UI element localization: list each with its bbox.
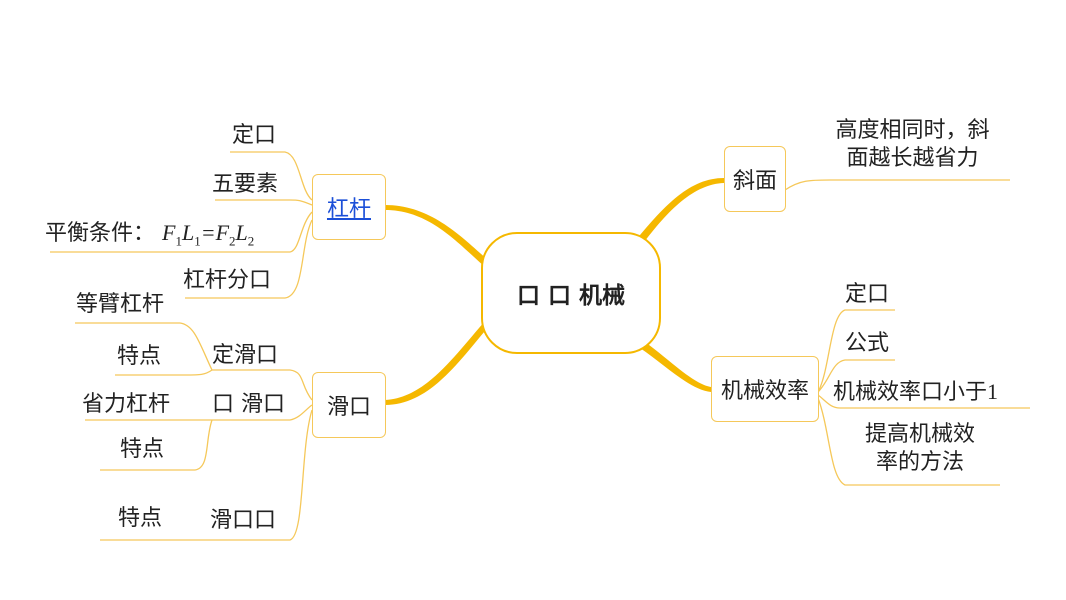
- branch-center-to-lever: [385, 205, 490, 268]
- improve-line2: 率的方法: [875, 450, 964, 475]
- movable-pulley-labor-saving: 省力杠杆: [82, 392, 171, 417]
- movable-pulley: 口 滑口: [212, 392, 285, 417]
- pulley-node[interactable]: 滑口: [312, 372, 386, 438]
- lever-elements: 五要素: [212, 172, 279, 197]
- efficiency-formula: 公式: [845, 331, 890, 356]
- lever-definition: 定口: [232, 123, 277, 148]
- line-lever-elements: [215, 199, 313, 206]
- efficiency-less-than-one: 机械效率口小于1: [833, 379, 999, 405]
- branch-center-to-pulley: [385, 320, 490, 405]
- lever-balance-condition: 平衡条件： F1L1=F2L2: [45, 220, 254, 254]
- efficiency-improve-methods: 提高机械效 率的方法: [845, 422, 995, 476]
- balance-label: 平衡条件：: [45, 221, 156, 246]
- line-pulley-block: [210, 409, 313, 541]
- incline-note: 高度相同时，斜 面越长越省力: [815, 118, 1010, 172]
- line-fixed-feature: [115, 369, 213, 376]
- line-movable-feature: [100, 419, 213, 471]
- branch-center-to-efficiency: [640, 342, 711, 392]
- branch-center-to-incline: [636, 178, 724, 245]
- efficiency-node[interactable]: 机械效率: [711, 356, 819, 422]
- balance-formula: F1L1=F2L2: [162, 220, 255, 249]
- incline-note-line2: 面越长越省力: [846, 146, 979, 171]
- central-topic-node[interactable]: 口 口 机械: [481, 232, 661, 354]
- line-lever-classification: [185, 219, 313, 299]
- line-pulley-movable: [212, 404, 313, 421]
- central-topic-title: 口 口 机械: [516, 283, 625, 309]
- fixed-pulley-equal-arm: 等臂杠杆: [76, 292, 165, 317]
- pulley-label: 滑口: [326, 395, 371, 420]
- line-fixed-equal-arm: [75, 322, 213, 371]
- line-eff-improve: [817, 397, 1000, 486]
- line-incline-note: [784, 179, 1010, 191]
- improve-line1: 提高机械效: [864, 422, 975, 447]
- efficiency-definition: 定口: [845, 282, 890, 307]
- line-lever-definition: [230, 151, 313, 201]
- pulley-block-feature: 特点: [118, 506, 163, 531]
- line-eff-less: [817, 394, 1030, 409]
- incline-label: 斜面: [732, 169, 777, 194]
- fixed-pulley: 定滑口: [212, 343, 279, 368]
- pulley-block: 滑口口: [210, 508, 277, 533]
- lever-classification: 杠杆分口: [183, 268, 272, 293]
- line-lever-balance: [50, 211, 313, 253]
- efficiency-label: 机械效率: [720, 379, 809, 404]
- line-eff-formula: [817, 359, 895, 393]
- line-pulley-fixed: [212, 369, 313, 401]
- incline-node[interactable]: 斜面: [724, 146, 786, 212]
- fixed-pulley-feature: 特点: [117, 344, 162, 369]
- movable-pulley-feature: 特点: [120, 437, 165, 462]
- line-eff-definition: [817, 309, 895, 393]
- lever-node[interactable]: 杠杆: [312, 174, 386, 240]
- lever-link[interactable]: 杠杆: [326, 197, 371, 222]
- incline-note-line1: 高度相同时，斜: [835, 118, 990, 143]
